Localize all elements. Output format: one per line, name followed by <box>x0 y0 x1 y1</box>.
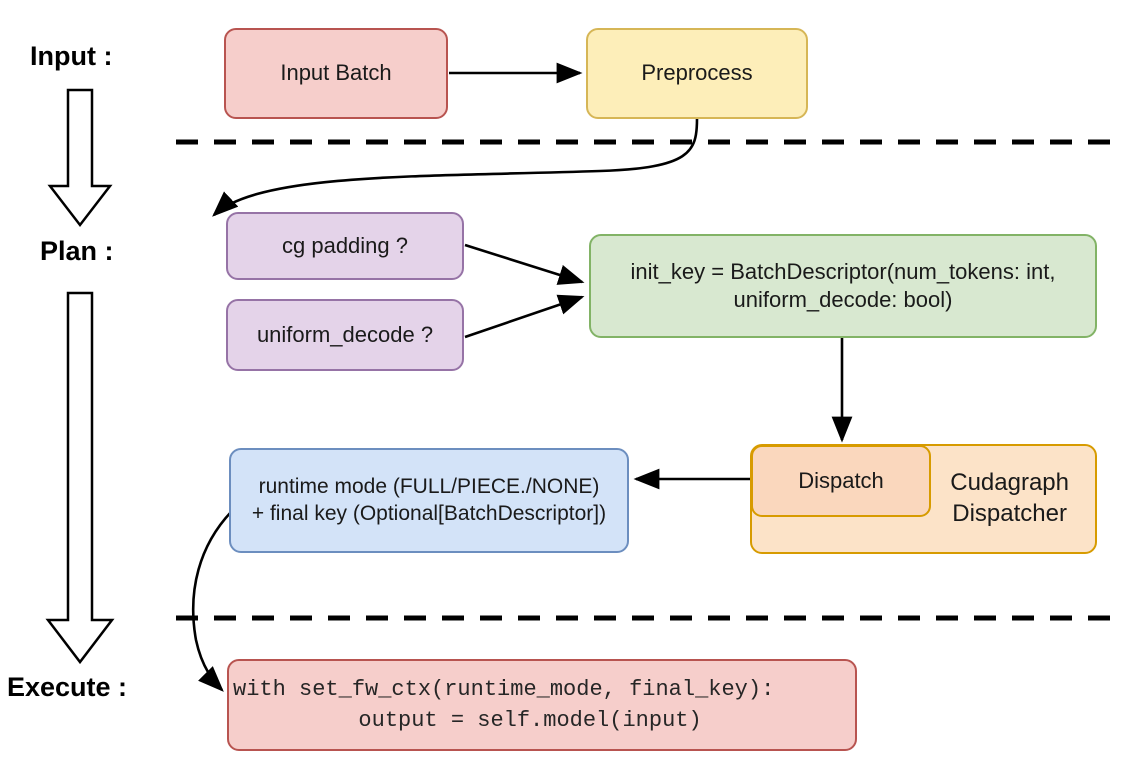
node-cudagraph-dispatcher-label: Cudagraph Dispatcher <box>950 469 1069 527</box>
connector-uniform-decode-to-init-key <box>464 294 585 339</box>
node-code-block-text: with set_fw_ctx(runtime_mode, final_key)… <box>233 676 775 733</box>
connector-runtime-mode-to-code-block <box>192 511 232 692</box>
node-code-block[interactable]: with set_fw_ctx(runtime_mode, final_key)… <box>227 659 857 751</box>
node-uniform-decode[interactable]: uniform_decode ? <box>226 299 464 371</box>
stage-label-plan: Plan : <box>40 236 114 266</box>
input-to-plan-arrow <box>47 88 113 228</box>
node-input-batch-label: Input Batch <box>280 60 392 86</box>
stage-label-execute: Execute : <box>7 672 128 702</box>
node-preprocess-label: Preprocess <box>641 60 753 86</box>
node-preprocess[interactable]: Preprocess <box>586 28 808 119</box>
connector-cg-padding-to-init-key <box>464 243 585 285</box>
connector-preprocess-to-cg-padding <box>212 118 699 217</box>
node-cg-padding[interactable]: cg padding ? <box>226 212 464 280</box>
node-dispatch[interactable]: Dispatch <box>751 445 931 517</box>
node-init-key-label: init_key = BatchDescriptor(num_tokens: i… <box>630 258 1056 312</box>
node-cg-padding-label: cg padding ? <box>282 232 408 258</box>
plan-to-execute-arrow <box>45 291 115 665</box>
node-uniform-decode-label: uniform_decode ? <box>256 321 434 347</box>
node-runtime-mode-label: runtime mode (FULL/PIECE./NONE) + final … <box>251 474 607 525</box>
node-runtime-mode[interactable]: runtime mode (FULL/PIECE./NONE) + final … <box>229 448 629 553</box>
node-init-key[interactable]: init_key = BatchDescriptor(num_tokens: i… <box>589 234 1097 338</box>
stage-label-input: Input : <box>30 41 113 71</box>
node-dispatch-label: Dispatch <box>798 467 884 493</box>
node-input-batch[interactable]: Input Batch <box>224 28 448 119</box>
